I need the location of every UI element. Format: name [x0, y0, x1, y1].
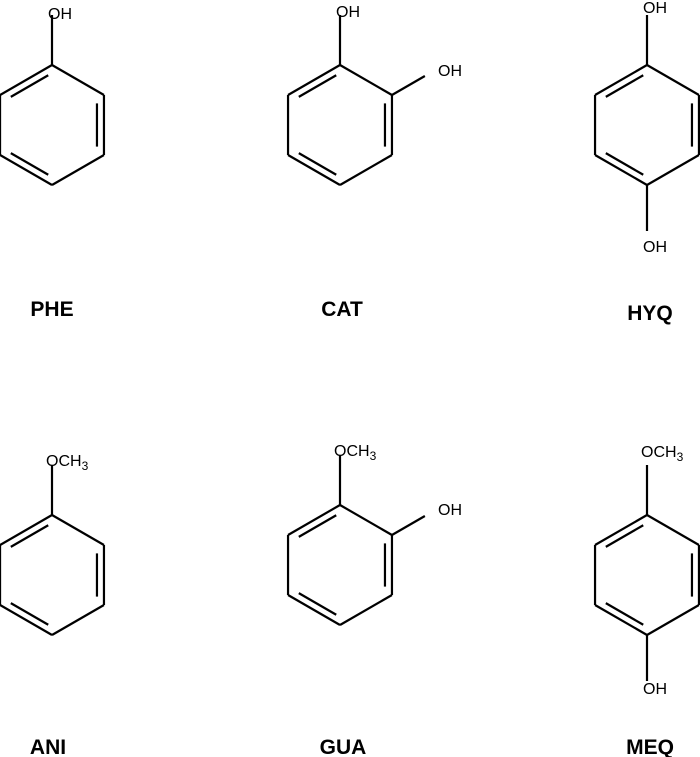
substituent-bond: [391, 75, 426, 96]
double-bond-inner-line: [298, 592, 337, 616]
ring-bond: [287, 154, 341, 186]
compound-name-gua: GUA: [320, 736, 367, 757]
ring-bond: [339, 64, 393, 96]
molecule-cat: OH OH CAT: [286, 4, 462, 321]
molecule-phe: OH PHE: [0, 6, 106, 321]
ring-bond: [287, 504, 341, 536]
ring-bond: [646, 514, 700, 546]
molecule-hyq: OH OH HYQ: [593, 0, 700, 325]
ring-bond: [339, 154, 393, 186]
hydroxyl-group-label: OH: [643, 239, 667, 256]
ring-bond: [594, 154, 648, 186]
ring-bond: [646, 154, 700, 186]
ring-bond: [287, 594, 341, 626]
group-formula: OH: [438, 63, 462, 80]
hydroxyl-group-label: OH: [438, 502, 462, 519]
ring-bond: [594, 514, 648, 546]
double-bond-inner-line: [605, 524, 644, 548]
ring-bond: [594, 64, 648, 96]
hydroxyl-group-label: OH: [438, 63, 462, 80]
double-bond-inner-line: [10, 152, 49, 176]
ring-bond: [51, 514, 105, 546]
group-formula: OH: [438, 502, 462, 519]
group-formula: OH: [48, 6, 72, 23]
ring-bond: [339, 504, 393, 536]
ring-bond: [0, 604, 53, 636]
ring-bond: [287, 64, 341, 96]
ring-bond: [51, 604, 105, 636]
ring-bond: [646, 64, 700, 96]
hydroxyl-group-label: OH: [336, 4, 360, 21]
ring-bond: [339, 594, 393, 626]
double-bond-inner-line: [298, 74, 337, 98]
hydroxyl-group-label: OH: [643, 0, 667, 17]
group-formula: OH: [643, 681, 667, 698]
double-bond-inner-line: [10, 602, 49, 626]
group-formula: OCH: [46, 453, 82, 470]
double-bond-inner-line: [605, 152, 644, 176]
group-formula: OH: [643, 0, 667, 17]
group-formula: OCH: [334, 443, 370, 460]
compound-name-cat: CAT: [321, 298, 363, 321]
hydroxyl-group-label: OH: [48, 6, 72, 23]
ring-bond: [51, 154, 105, 186]
methoxy-group-label: OCH3: [641, 444, 684, 464]
ring-bond: [51, 64, 105, 96]
group-formula: OH: [336, 4, 360, 21]
group-subscript: 3: [370, 449, 377, 463]
double-bond-inner-line: [10, 524, 49, 548]
double-bond-inner-line: [605, 74, 644, 98]
group-subscript: 3: [677, 450, 684, 464]
double-bond-inner-line: [298, 152, 337, 176]
compound-name-meq: MEQ: [626, 736, 674, 757]
methoxy-group-label: OCH3: [46, 453, 89, 473]
ring-bond: [646, 604, 700, 636]
group-formula: OCH: [641, 444, 677, 461]
methoxy-group-label: OCH3: [334, 443, 377, 463]
double-bond-inner-line: [10, 74, 49, 98]
hydroxyl-group-label: OH: [643, 681, 667, 698]
group-formula: OH: [643, 239, 667, 256]
ring-bond: [0, 514, 53, 546]
ring-bond: [0, 154, 53, 186]
compound-name-hyq: HYQ: [627, 302, 673, 325]
double-bond-inner-line: [298, 514, 337, 538]
compound-name-phe: PHE: [30, 298, 73, 321]
ring-bond: [0, 64, 53, 96]
group-subscript: 3: [82, 459, 89, 473]
compound-name-ani: ANI: [30, 736, 66, 757]
double-bond-inner-line: [605, 602, 644, 626]
ring-bond: [594, 604, 648, 636]
substituent-bond: [391, 515, 426, 536]
